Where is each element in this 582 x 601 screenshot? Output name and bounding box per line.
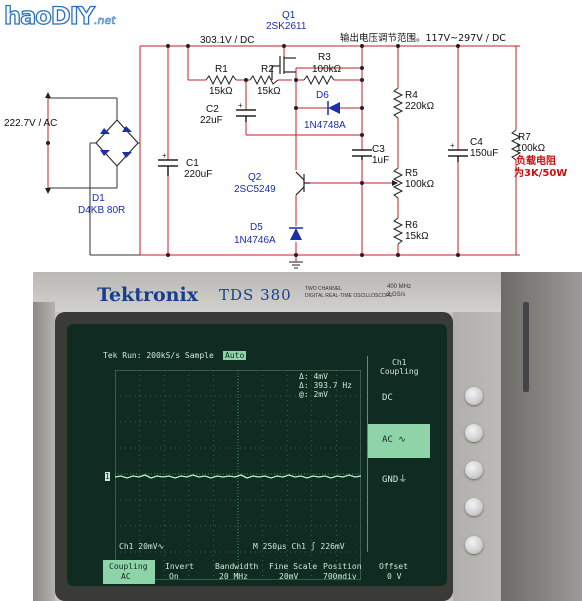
input-voltage-label: 222.7V / AC <box>4 118 58 129</box>
r2-value: 15kΩ <box>257 86 281 97</box>
scope-model: TDS 380 <box>219 286 292 304</box>
scope-right-edge <box>501 272 582 601</box>
bottom-menu-item-5-top[interactable]: Offset <box>379 562 408 571</box>
side-button-4[interactable] <box>465 498 483 516</box>
side-button-1[interactable] <box>465 387 483 405</box>
side-menu-ac[interactable]: AC ∿ <box>382 435 406 445</box>
load-note-line2: 为3K/50W <box>514 168 568 179</box>
c2-name: C2 <box>206 104 219 115</box>
r3-name: R3 <box>318 52 331 63</box>
side-menu: Ch1 Coupling DC AC ∿ GND⏚ <box>367 356 432 552</box>
output-range-label: 输出电压调节范围。117V~297V / DC <box>340 33 506 44</box>
q1-name: Q1 <box>282 10 296 21</box>
site-logo-suffix: .net <box>94 14 116 28</box>
screen-auto-badge: Auto <box>223 351 247 360</box>
c2-value: 22uF <box>200 115 223 126</box>
bottom-menu-item-0-bottom[interactable]: AC <box>121 572 131 581</box>
r2-name: R2 <box>261 64 274 75</box>
dc-voltage-label: 303.1V / DC <box>200 35 255 46</box>
bottom-menu-item-3-top[interactable]: Fine Scale <box>269 562 318 571</box>
meas-freq: Δ: 393.7 Hz <box>299 381 352 390</box>
c4-value: 150uF <box>470 148 499 159</box>
c3-name: C3 <box>372 144 385 155</box>
scope-left-bezel <box>33 302 55 601</box>
q2-part: 2SC5249 <box>234 184 276 195</box>
bottom-menu-item-2-top[interactable]: Bandwidth <box>215 562 259 571</box>
bottom-menu-item-0-top[interactable]: Coupling <box>109 562 148 571</box>
r6-name: R6 <box>405 220 418 231</box>
scope-screen: Tek Run: 200kS/s Sample Auto <box>67 324 447 586</box>
r5-name: R5 <box>405 168 418 179</box>
bottom-menu: Coupling AC Invert On Bandwidth 20 MHz F… <box>103 560 433 584</box>
r1-name: R1 <box>215 64 228 75</box>
c1-value: 220uF <box>184 169 213 180</box>
d6-name: D6 <box>316 90 329 101</box>
q1-part: 2SK2611 <box>266 21 307 32</box>
svg-text:+: + <box>162 151 167 160</box>
r7-name: R7 <box>518 132 531 143</box>
bottom-menu-item-2-bottom[interactable]: 20 MHz <box>219 572 248 581</box>
scope-brand: Tektronix <box>97 284 199 306</box>
r4-value: 220kΩ <box>405 101 435 112</box>
scope-right-edge-slot <box>523 302 529 392</box>
oscilloscope-photo: Tektronix TDS 380 TWO CHANNEL DIGITAL RE… <box>33 272 582 601</box>
timebase-readout: M 250µs Ch1 ∫ 226mV <box>253 542 345 551</box>
meas-delta-v: Δ: 4mV <box>299 372 328 381</box>
meas-at: @: 2mV <box>299 390 328 399</box>
site-logo: haoDIY.net <box>3 1 116 30</box>
scope-spec2: 2 GS/s <box>387 292 406 298</box>
bottom-menu-item-1-bottom[interactable]: On <box>169 572 179 581</box>
svg-text:+: + <box>450 141 455 150</box>
circuit-schematic: + + + <box>45 44 522 269</box>
d1-part: D4KB 80R <box>78 205 126 216</box>
d1-name: D1 <box>92 193 105 204</box>
side-button-2[interactable] <box>465 424 483 442</box>
d6-part: 1N4748A <box>304 120 346 131</box>
r7-value: 100kΩ <box>516 143 546 154</box>
c3-value: 1uF <box>372 155 390 166</box>
scope-model-sub2: DIGITAL REAL-TIME OSCILLOSCOPE <box>305 293 393 299</box>
ch1-scale: Ch1 20mV∿ <box>119 542 165 551</box>
side-menu-dc[interactable]: DC <box>382 393 393 403</box>
bottom-menu-item-4-bottom[interactable]: 700mdiv <box>323 572 357 581</box>
scope-model-sub1: TWO CHANNEL <box>305 286 342 292</box>
c4-name: C4 <box>470 137 483 148</box>
scope-trace <box>115 474 361 479</box>
load-note-line1: 负载电阻 <box>516 156 556 167</box>
svg-text:+: + <box>238 101 243 110</box>
scope-top-bezel <box>33 272 582 312</box>
d5-part: 1N4746A <box>234 235 276 246</box>
r1-value: 15kΩ <box>209 86 233 97</box>
c1-name: C1 <box>186 158 199 169</box>
r5-value: 100kΩ <box>405 179 435 190</box>
bottom-menu-item-4-top[interactable]: Position <box>323 562 362 571</box>
side-button-5[interactable] <box>465 536 483 554</box>
ch1-marker: 1 <box>105 472 110 481</box>
bottom-menu-item-3-bottom[interactable]: 20mV <box>279 572 299 581</box>
site-logo-text: haoDIY <box>3 1 95 30</box>
side-menu-ac-selected[interactable] <box>368 424 430 458</box>
screen-status: Tek Run: 200kS/s Sample <box>103 351 214 360</box>
r6-value: 15kΩ <box>405 231 429 242</box>
side-menu-gnd[interactable]: GND⏚ <box>382 475 408 485</box>
scope-graticule <box>115 370 361 580</box>
side-button-3[interactable] <box>465 461 483 479</box>
side-menu-title1: Ch1 <box>392 358 407 367</box>
r4-name: R4 <box>405 90 418 101</box>
bottom-menu-item-5-bottom[interactable]: 0 V <box>387 572 402 581</box>
bottom-menu-selected-bg <box>103 560 155 584</box>
bottom-menu-item-1-top[interactable]: Invert <box>165 562 194 571</box>
q2-name: Q2 <box>248 172 262 183</box>
r3-value: 100kΩ <box>312 64 342 75</box>
d5-name: D5 <box>250 222 263 233</box>
scope-spec1: 400 MHz <box>387 284 412 290</box>
side-menu-title2: Coupling <box>380 367 419 376</box>
